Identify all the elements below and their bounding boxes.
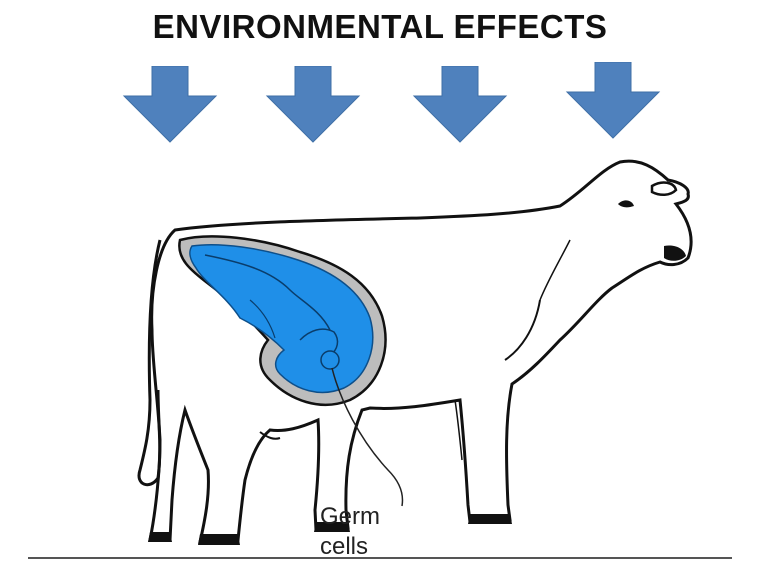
germ-cells-label-line1: Germ bbox=[320, 502, 400, 532]
bottom-divider bbox=[28, 557, 732, 559]
germ-cells-label: Germ cells bbox=[320, 502, 400, 562]
